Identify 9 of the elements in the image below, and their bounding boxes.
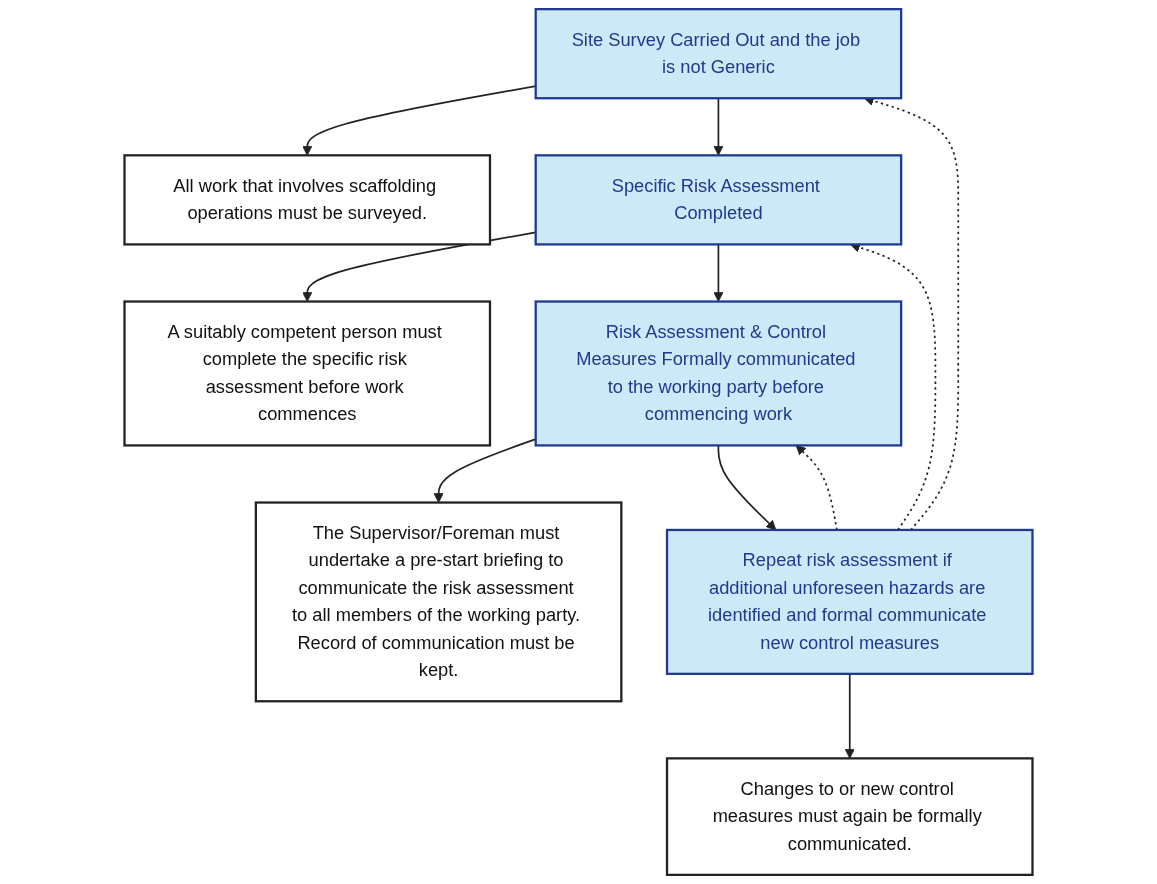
node-box: The Supervisor/Foreman must undertake a pre-start briefing to communicate the risk assessment to all members of the working party. Record of communication must be kept. xyxy=(254,501,623,703)
node-box: Risk Assessment & Control Measures Formally communicated to the working party before commencing work xyxy=(534,300,903,447)
arrow xyxy=(844,673,855,759)
node-box: A suitably competent person must complete the specific risk assessment before work commences xyxy=(123,300,492,447)
node-box: Site Survey Carried Out and the job is not Generic xyxy=(534,8,903,100)
node-box: Changes to or new control measures must again be formally communicated. xyxy=(665,757,1034,876)
node-box: Repeat risk assessment if additional unforeseen hazards are identified and formal communicate new control measures xyxy=(665,528,1034,675)
node-box: All work that involves scaffolding operations must be surveyed. xyxy=(123,154,492,246)
node-box: Specific Risk Assessment Completed xyxy=(534,154,903,246)
